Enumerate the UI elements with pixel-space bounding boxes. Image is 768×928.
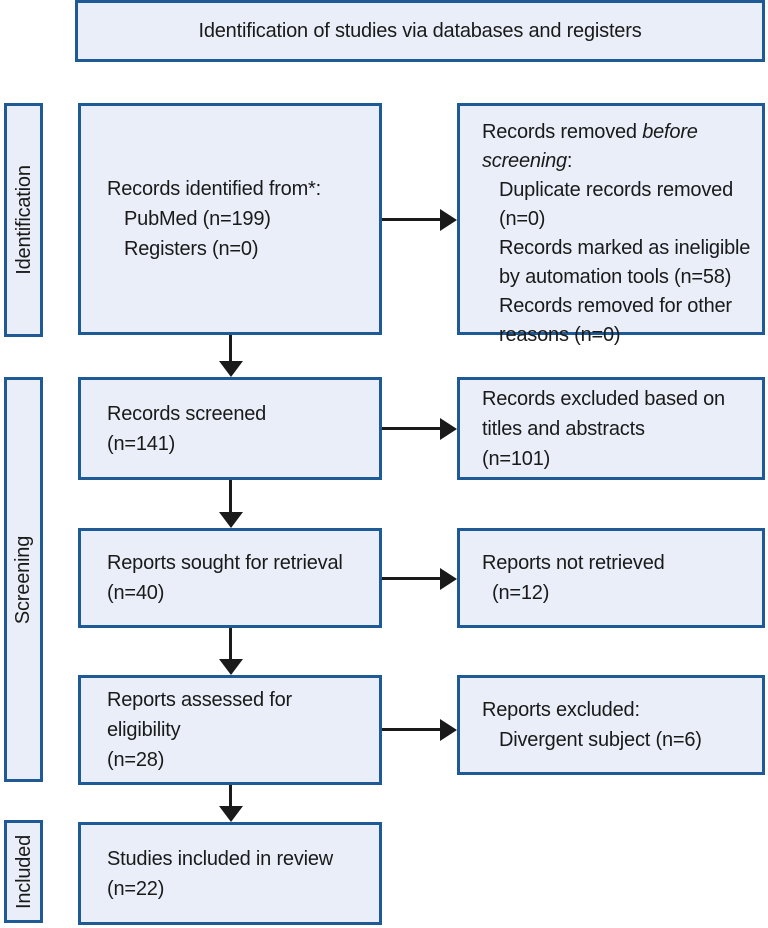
reports-assessed-line2: eligibility xyxy=(107,719,181,741)
records-screened-count: (n=141) xyxy=(107,432,176,455)
phase-identification-label: Identification xyxy=(12,165,35,275)
records-removed-duplicates: Duplicate records removed (n=0) xyxy=(499,179,733,230)
box-reports-assessed: Reports assessed for eligibility (n=28) xyxy=(78,675,382,785)
box-records-removed: Records removed before screening: Duplic… xyxy=(457,103,765,346)
records-excluded-count: (n=101) xyxy=(482,447,551,470)
records-identified-registers: Registers (n=0) xyxy=(124,238,259,260)
arrow-sought-to-assessed xyxy=(229,628,232,659)
records-removed-title-italic: before screening xyxy=(482,121,698,172)
reports-excluded-title: Reports excluded: xyxy=(482,699,640,721)
diagram-title: Identification of studies via databases … xyxy=(198,20,642,42)
reports-assessed-count: (n=28) xyxy=(107,749,165,771)
arrow-identified-to-removed xyxy=(382,218,440,221)
box-records-screened: Records screened (n=141) xyxy=(78,377,382,480)
records-excluded-line2: titles and abstracts xyxy=(482,417,645,440)
records-identified-title: Records identified from*: xyxy=(107,178,321,200)
box-records-identified: Records identified from*: PubMed (n=199)… xyxy=(78,103,382,335)
box-reports-sought: Reports sought for retrieval (n=40) xyxy=(78,528,382,628)
records-screened-line1: Records screened xyxy=(107,402,267,425)
arrow-sought-to-not-retrieved xyxy=(382,577,440,580)
records-excluded-line1: Records excluded based on xyxy=(482,387,725,410)
box-records-excluded: Records excluded based on titles and abs… xyxy=(457,377,765,480)
records-identified-pubmed: PubMed (n=199) xyxy=(124,208,271,230)
phase-identification: Identification xyxy=(4,103,43,337)
records-removed-other: Records removed for other reasons (n=0) xyxy=(499,295,732,346)
reports-sought-count: (n=40) xyxy=(107,582,165,604)
arrow-screened-to-excluded xyxy=(382,427,440,430)
phase-included: Included xyxy=(4,820,43,923)
records-removed-automation: Records marked as ineligible by automati… xyxy=(499,237,751,288)
box-reports-excluded: Reports excluded: Divergent subject (n=6… xyxy=(457,675,765,775)
reports-sought-line1: Reports sought for retrieval xyxy=(107,552,343,574)
studies-included-line1: Studies included in review xyxy=(107,847,334,870)
reports-assessed-line1: Reports assessed for xyxy=(107,689,292,711)
box-studies-included: Studies included in review (n=22) xyxy=(78,822,382,925)
phase-screening-label: Screening xyxy=(12,535,35,624)
records-removed-title: Records removed before screening: xyxy=(482,121,698,172)
reports-excluded-reason: Divergent subject (n=6) xyxy=(499,729,702,751)
phase-included-label: Included xyxy=(12,834,35,909)
studies-included-count: (n=22) xyxy=(107,877,165,900)
arrow-identified-to-screened xyxy=(229,335,232,361)
arrow-assessed-to-excluded xyxy=(382,728,440,731)
arrow-assessed-to-included xyxy=(229,785,232,806)
reports-not-retrieved-count: (n=12) xyxy=(492,582,550,604)
arrow-screened-to-sought xyxy=(229,480,232,512)
title-bar: Identification of studies via databases … xyxy=(75,0,765,62)
box-reports-not-retrieved: Reports not retrieved (n=12) xyxy=(457,528,765,628)
phase-screening: Screening xyxy=(4,377,43,782)
reports-not-retrieved-line1: Reports not retrieved xyxy=(482,552,665,574)
